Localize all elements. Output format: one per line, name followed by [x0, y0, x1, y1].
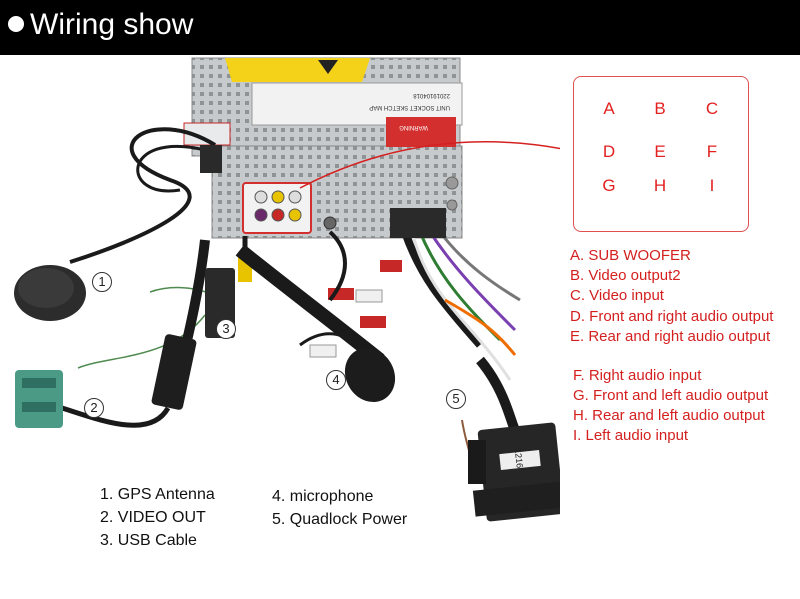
callout-2: 2 [84, 398, 104, 418]
callout-1: 1 [92, 272, 112, 292]
unit-warning-label: WARNING [399, 124, 428, 130]
parts-list-item: 3. USB Cable [100, 532, 197, 549]
parts-list-item: 4. microphone [272, 488, 374, 505]
wiring-photo: UNIT SOCKET SKETCH MAP 22019104018 WARNI… [14, 57, 560, 522]
parts-list-item: 1. GPS Antenna [100, 486, 215, 503]
pin-legend-item: D. Front and right audio output [570, 308, 774, 325]
pin-h: H [653, 176, 667, 195]
header-bar: Wiring show [0, 0, 800, 55]
pin-legend-item: E. Rear and right audio output [570, 328, 771, 345]
pin-i: I [709, 176, 715, 195]
pin-pointer-arrow [299, 141, 560, 189]
parts-list-item: 5. Quadlock Power [272, 511, 408, 528]
page-title: Wiring show [30, 8, 194, 41]
pin-f: F [706, 142, 718, 161]
pin-legend-item: H. Rear and left audio output [573, 407, 765, 424]
callout-3: 3 [216, 319, 236, 339]
plug-label: 1216 [513, 448, 525, 469]
pin-legend-item: A. SUB WOOFER [570, 247, 691, 264]
pin-e: E [654, 142, 666, 161]
microphone [299, 332, 396, 403]
pin-a: A [603, 99, 615, 118]
unit-serial-label: 22019104018 [413, 92, 450, 98]
callout-5: 5 [446, 389, 466, 409]
pin-legend-item: I. Left audio input [573, 427, 689, 444]
pin-legend-item: C. Video input [570, 287, 664, 304]
rca-plug-cluster [309, 260, 402, 358]
unit-map-label: UNIT SOCKET SKETCH MAP [369, 104, 450, 110]
rca-connector-block [242, 182, 312, 234]
warning-label [225, 58, 370, 82]
fakra-plug [15, 370, 63, 428]
pin-g: G [602, 176, 616, 195]
callout-4: 4 [326, 370, 346, 390]
bullet-icon [8, 16, 24, 32]
pin-legend-item: B. Video output2 [570, 267, 681, 284]
pin-legend-item: G. Front and left audio output [573, 387, 769, 404]
pin-legend-item: F. Right audio input [573, 367, 702, 384]
pin-b: B [654, 99, 666, 118]
pin-d: D [602, 142, 616, 161]
pin-c: C [705, 99, 719, 118]
pin-layout-box: A B C D E F G H I [573, 76, 749, 232]
gps-antenna [14, 265, 86, 321]
quadlock-plug: 1216 [468, 422, 560, 522]
parts-list-item: 2. VIDEO OUT [100, 509, 206, 526]
